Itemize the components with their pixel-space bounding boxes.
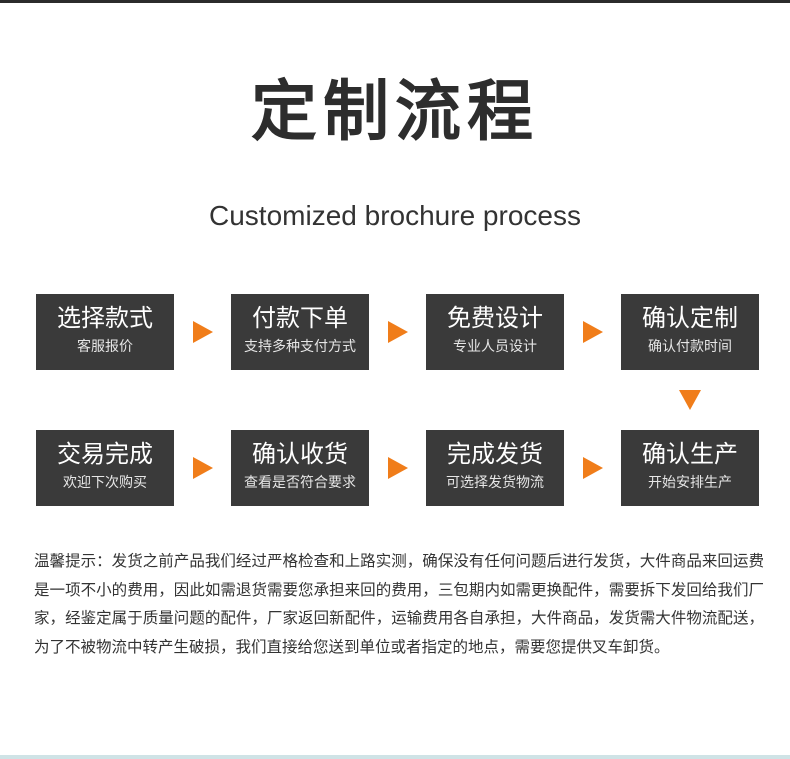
step-title: 确认生产	[642, 440, 738, 468]
step-select-style: 选择款式 客服报价	[36, 294, 174, 370]
step-title: 付款下单	[252, 304, 348, 332]
step-title: 选择款式	[57, 304, 153, 332]
step-title: 确认定制	[642, 304, 738, 332]
warm-tip-note: 温馨提示：发货之前产品我们经过严格检查和上路实测，确保没有任何问题后进行发货，大…	[34, 552, 764, 656]
page-title: 定制流程	[251, 73, 539, 150]
bottom-border	[0, 755, 790, 759]
step-title: 免费设计	[447, 304, 543, 332]
step-subtitle: 开始安排生产	[648, 475, 732, 491]
page-subtitle: Customized brochure process	[209, 200, 581, 231]
arrow-right-icon	[583, 321, 603, 343]
step-title: 交易完成	[57, 440, 153, 468]
step-subtitle: 欢迎下次购买	[63, 475, 147, 491]
step-title: 确认收货	[252, 440, 348, 468]
arrow-right-icon	[193, 321, 213, 343]
step-subtitle: 客服报价	[77, 339, 133, 355]
step-shipped: 完成发货 可选择发货物流	[426, 430, 564, 506]
step-subtitle: 专业人员设计	[453, 339, 537, 355]
arrow-right-icon	[388, 457, 408, 479]
step-confirm-customization: 确认定制 确认付款时间	[621, 294, 759, 370]
top-border	[0, 0, 790, 3]
step-free-design: 免费设计 专业人员设计	[426, 294, 564, 370]
step-confirm-receipt: 确认收货 查看是否符合要求	[231, 430, 369, 506]
arrow-right-icon	[388, 321, 408, 343]
step-transaction-complete: 交易完成 欢迎下次购买	[36, 430, 174, 506]
step-payment: 付款下单 支持多种支付方式	[231, 294, 369, 370]
step-subtitle: 查看是否符合要求	[244, 475, 356, 491]
arrow-down-icon	[679, 390, 701, 410]
step-title: 完成发货	[447, 440, 543, 468]
step-subtitle: 可选择发货物流	[446, 475, 544, 491]
step-confirm-production: 确认生产 开始安排生产	[621, 430, 759, 506]
step-subtitle: 支持多种支付方式	[244, 339, 356, 355]
arrow-right-icon	[583, 457, 603, 479]
step-subtitle: 确认付款时间	[648, 339, 732, 355]
arrow-right-icon	[193, 457, 213, 479]
